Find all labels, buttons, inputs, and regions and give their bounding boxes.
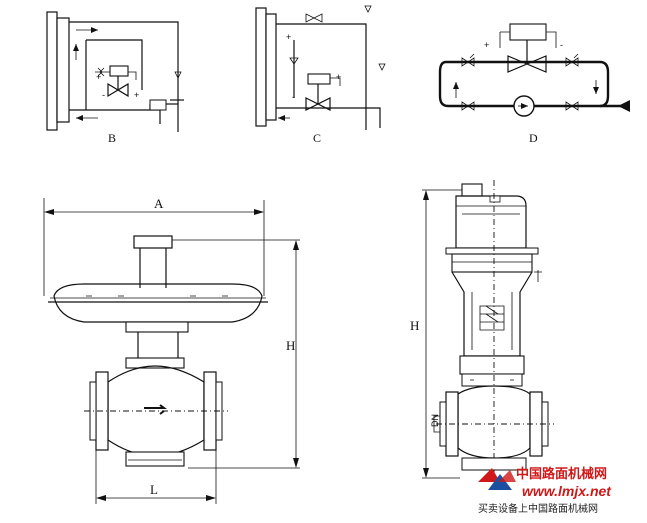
control-valve bbox=[95, 65, 137, 98]
svg-text:-: - bbox=[292, 92, 295, 102]
valve-front-view: A H L bbox=[43, 196, 300, 504]
dimension-h-side: H bbox=[410, 318, 419, 333]
watermark-caption: 买卖设备上中国路面机械网 bbox=[478, 502, 598, 515]
install-diagram-d: + - D bbox=[438, 23, 630, 145]
svg-text:-: - bbox=[560, 40, 563, 50]
control-valve bbox=[305, 73, 341, 111]
svg-text:+: + bbox=[134, 90, 139, 100]
install-diagram-b: + - + B bbox=[46, 11, 184, 145]
svg-text:+: + bbox=[286, 32, 291, 42]
dimension-l: L bbox=[150, 482, 158, 497]
control-valve bbox=[499, 23, 557, 73]
diagram-label-c: C bbox=[313, 131, 321, 145]
install-diagram-c: + - + C bbox=[255, 5, 386, 145]
watermark-url: www.lmjx.net bbox=[522, 483, 612, 499]
watermark: 中国路面机械网 www.lmjx.net 买卖设备上中国路面机械网 bbox=[478, 466, 612, 515]
diagram-label-b: B bbox=[108, 131, 116, 145]
dimension-a: A bbox=[154, 196, 164, 211]
svg-text:DN: DN bbox=[430, 414, 440, 427]
diagram-label-d: D bbox=[529, 131, 538, 145]
svg-text:-: - bbox=[102, 90, 105, 100]
svg-text:+: + bbox=[336, 72, 341, 82]
svg-text:+: + bbox=[96, 72, 101, 82]
watermark-brand: 中国路面机械网 bbox=[516, 466, 607, 482]
svg-text:+: + bbox=[484, 40, 489, 50]
valve-side-view: H DN bbox=[410, 180, 554, 479]
watermark-logo bbox=[478, 468, 516, 490]
dimension-h: H bbox=[286, 338, 295, 353]
